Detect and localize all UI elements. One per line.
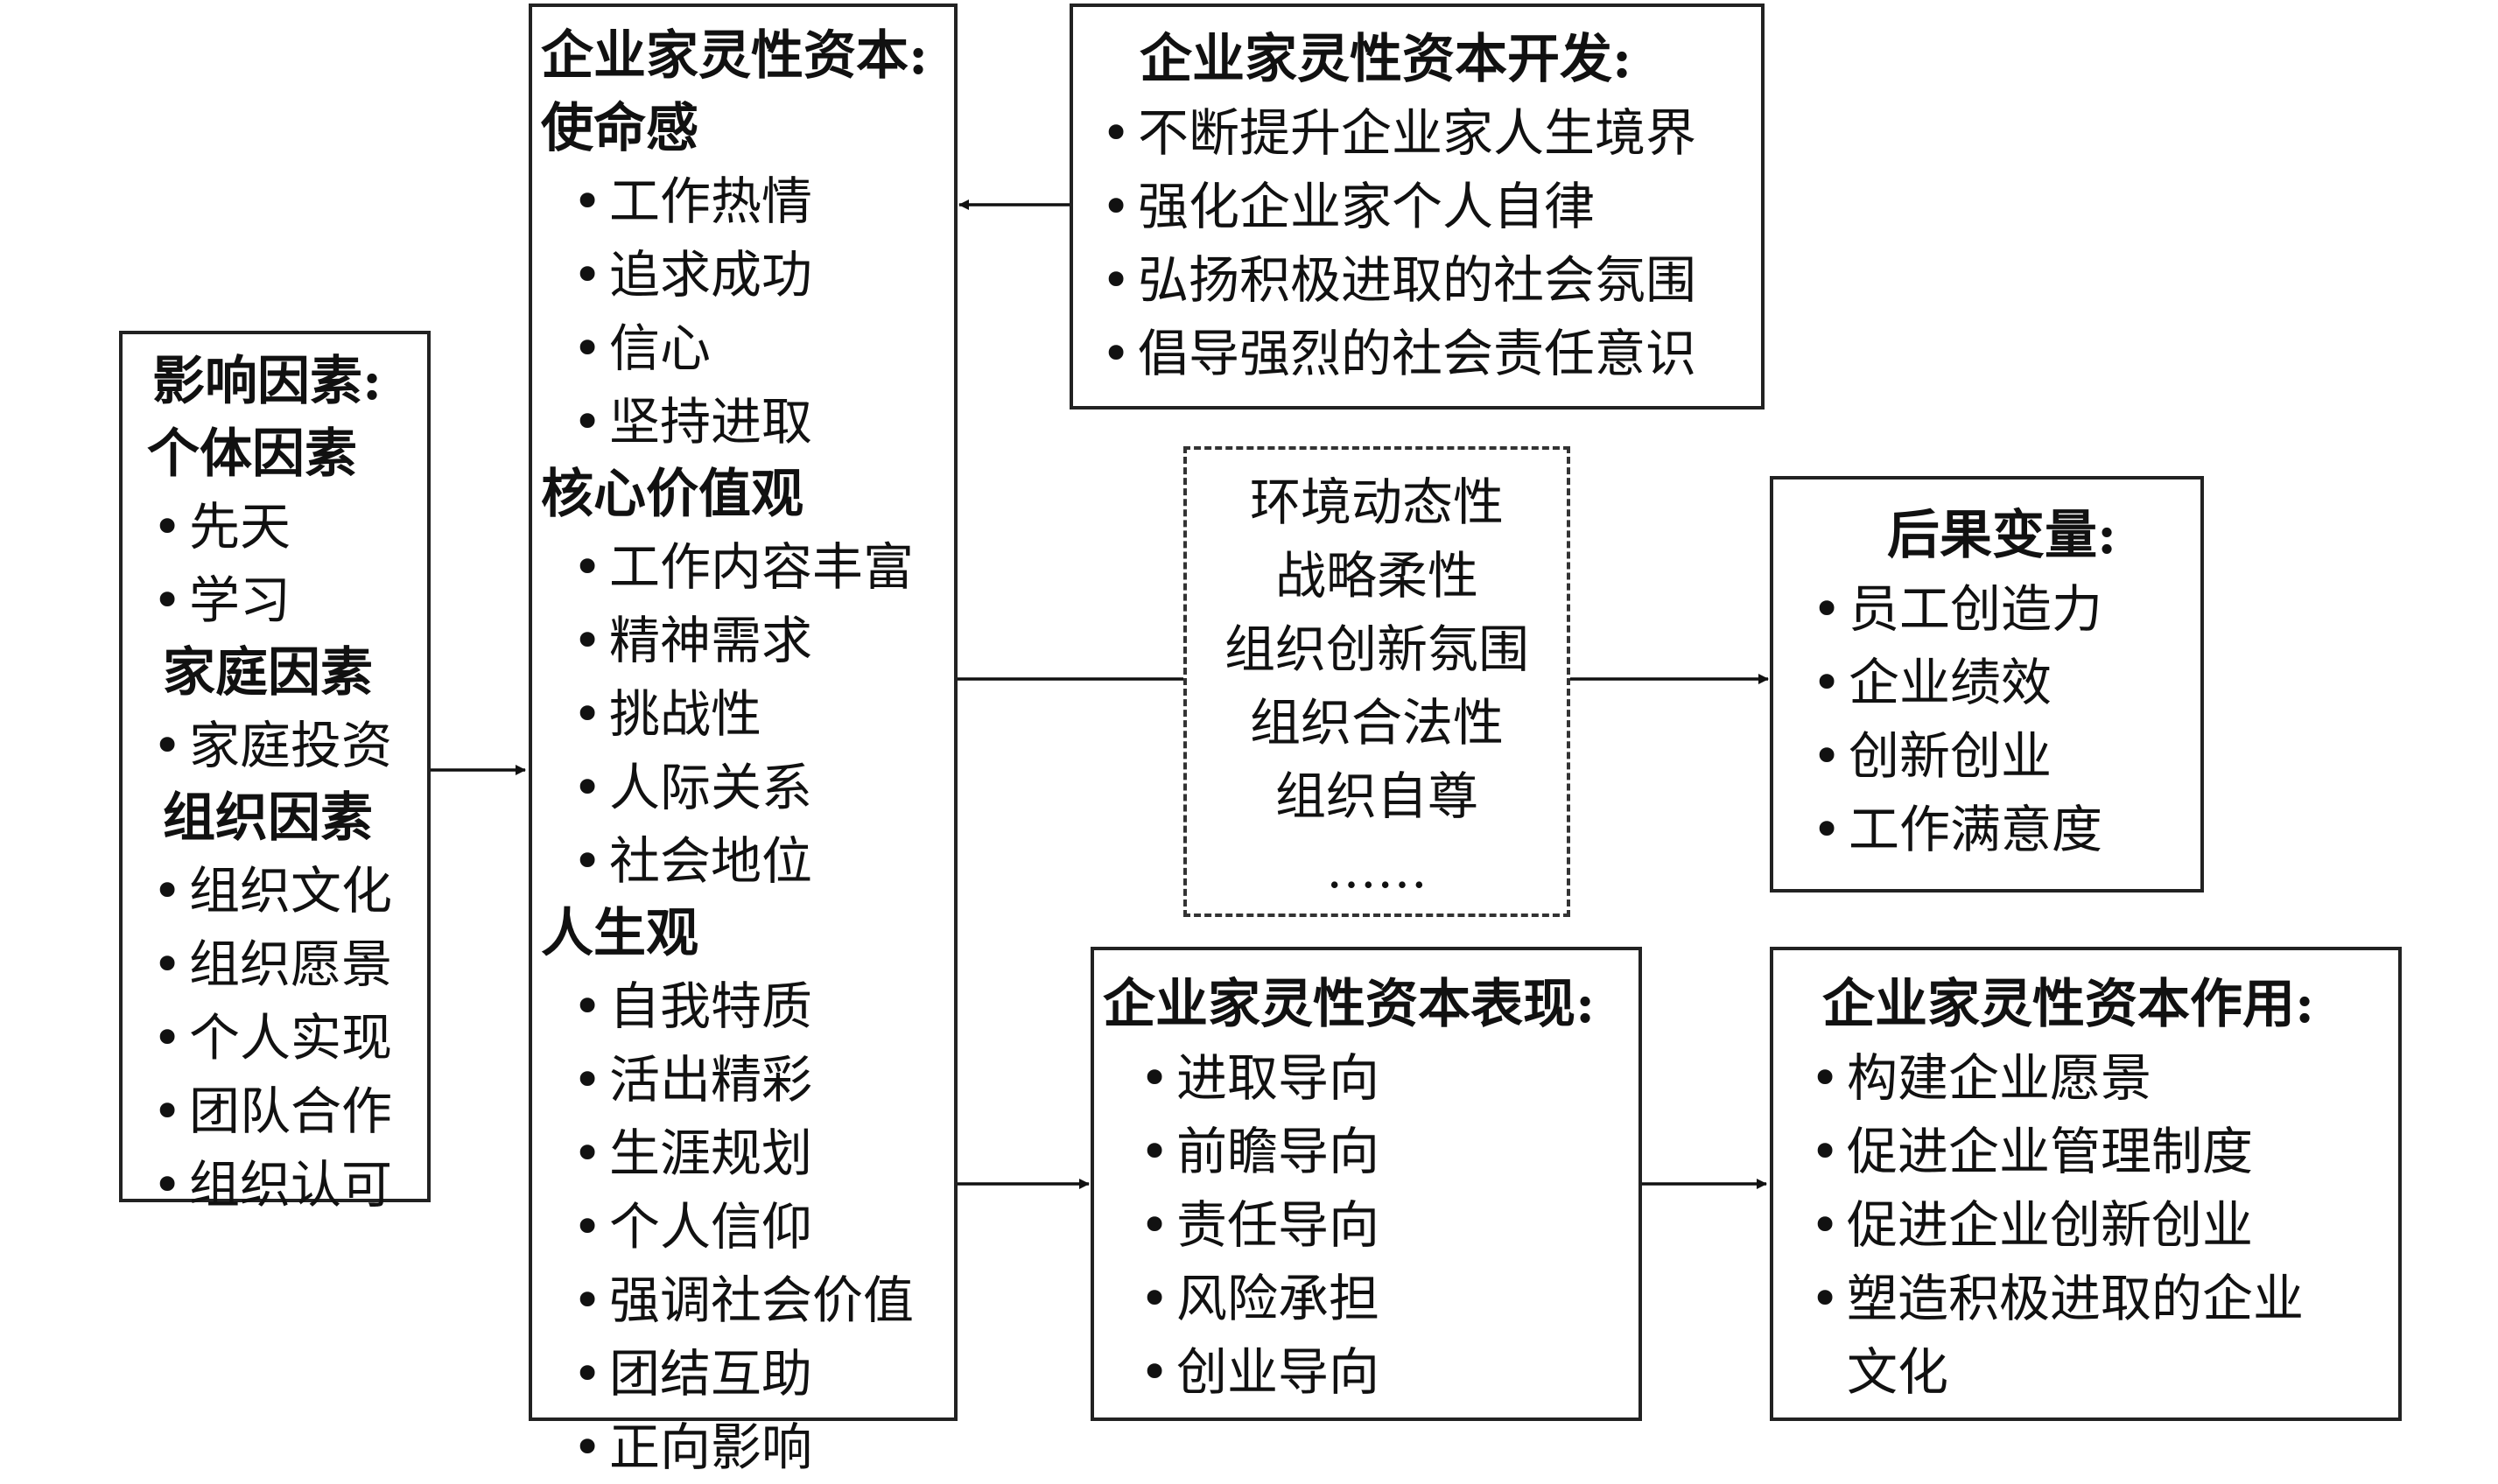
list-item: •塑造积极进取的企业 [1810, 1269, 2305, 1328]
capital-group-mission: 使命感 •工作热情 •追求成功 •信心 •坚持进取 [541, 93, 954, 458]
list-item: •不断提升企业家人生境界 [1101, 103, 1697, 163]
list-item: •社会地位 [572, 831, 813, 891]
list-item: •组织文化 [152, 861, 393, 920]
factors-group-label: 家庭因素 [163, 642, 373, 704]
list-item: •团队合作 [152, 1082, 393, 1141]
moderator-item: 战略柔性 [1274, 546, 1478, 606]
capital-group-label: 人生观 [541, 903, 698, 964]
list-item: •促进企业管理制度 [1810, 1122, 2254, 1181]
list-item: •员工创造力 [1812, 579, 2103, 639]
moderator-item: …… [1326, 840, 1428, 900]
list-item: •组织认可 [152, 1155, 393, 1214]
effects-box: 企业家灵性资本作用: •构建企业愿景 •促进企业管理制度 •促进企业创新创业 •… [1770, 947, 2402, 1421]
list-item: •活出精彩 [572, 1050, 813, 1110]
outcomes-title: 后果变量: [1887, 505, 2117, 566]
list-item: •弘扬积极进取的社会氛围 [1101, 250, 1697, 310]
list-item: •组织愿景 [152, 934, 393, 994]
development-title: 企业家灵性资本开发: [1140, 29, 1632, 90]
factors-group-label: 个体因素 [147, 424, 357, 485]
list-item: •团结互助 [572, 1344, 813, 1404]
list-item: •工作内容丰富 [572, 537, 915, 597]
list-item: •创新创业 [1812, 726, 2052, 786]
list-item: •正向影响 [572, 1418, 813, 1477]
list-item: •风险承担 [1140, 1269, 1380, 1328]
list-item: •责任导向 [1140, 1195, 1380, 1255]
list-item: •创业导向 [1140, 1342, 1380, 1402]
factors-group-family: 家庭因素 •家庭投资 [152, 637, 427, 782]
capital-group-outlook: 人生观 •自我特质 •活出精彩 •生涯规划 •个人信仰 •强调社会价值 •团结互… [541, 898, 954, 1484]
list-item: •强化企业家个人自律 [1101, 177, 1596, 236]
factors-box: 影响因素: 个体因素 •先天 •学习 家庭因素 •家庭投资 组织因素 •组织文化… [119, 331, 431, 1214]
capital-title: 企业家灵性资本: [541, 25, 929, 87]
list-item: •倡导强烈的社会责任意识 [1101, 324, 1697, 383]
list-item: •学习 [152, 570, 291, 630]
list-item: •进取导向 [1140, 1048, 1380, 1108]
list-item: •强调社会价值 [572, 1270, 915, 1330]
capital-group-label: 使命感 [541, 98, 698, 159]
capital-group-label: 核心价值观 [541, 464, 803, 525]
development-box: 企业家灵性资本开发: •不断提升企业家人生境界 •强化企业家个人自律 •弘扬积极… [1070, 4, 1765, 410]
capital-box: 企业家灵性资本: 使命感 •工作热情 •追求成功 •信心 •坚持进取 核心价值观… [529, 4, 958, 1477]
list-item: •追求成功 [572, 245, 813, 304]
list-item: •促进企业创新创业 [1810, 1195, 2254, 1255]
list-item: •坚持进取 [572, 392, 813, 452]
list-item: •企业绩效 [1812, 653, 2052, 712]
list-item: •构建企业愿景 [1810, 1048, 2152, 1108]
factors-group-label: 组织因素 [163, 788, 373, 849]
performance-title: 企业家灵性资本表现: [1103, 974, 1596, 1035]
outcomes-box: 后果变量: •员工创造力 •企业绩效 •创新创业 •工作满意度 [1770, 476, 2204, 892]
factors-title: 影响因素: [152, 351, 382, 412]
list-item: •先天 [152, 497, 291, 556]
factors-group-organization: 组织因素 •组织文化 •组织愿景 •个人实现 •团队合作 •组织认可 [152, 782, 427, 1222]
performance-box: 企业家灵性资本表现: •进取导向 •前瞻导向 •责任导向 •风险承担 •创业导向 [1091, 947, 1642, 1421]
list-item: •人际关系 [572, 758, 813, 817]
moderators-box: 环境动态性 战略柔性 组织创新氛围 组织合法性 组织自尊 …… [1183, 446, 1570, 917]
list-item: •个人实现 [152, 1008, 393, 1068]
moderator-item: 组织创新氛围 [1224, 620, 1529, 679]
list-item: •工作热情 [572, 172, 813, 231]
factors-group-individual: 个体因素 •先天 •学习 [147, 418, 427, 637]
capital-group-values: 核心价值观 •工作内容丰富 •精神需求 •挑战性 •人际关系 •社会地位 [541, 458, 954, 898]
list-item: •工作满意度 [1812, 800, 2103, 859]
list-item: •精神需求 [572, 611, 813, 670]
list-item: •前瞻导向 [1140, 1122, 1380, 1181]
moderator-item: 组织自尊 [1274, 766, 1478, 826]
effects-title: 企业家灵性资本作用: [1822, 974, 2315, 1035]
list-item: •家庭投资 [152, 716, 393, 775]
list-item-continuation: 文化 [1847, 1342, 1949, 1402]
list-item: •个人信仰 [572, 1197, 813, 1256]
list-item: •自我特质 [572, 976, 813, 1036]
list-item: •挑战性 [572, 684, 762, 744]
list-item: •信心 [572, 318, 712, 378]
moderator-item: 组织合法性 [1249, 693, 1504, 752]
list-item: •生涯规划 [572, 1124, 813, 1183]
moderator-item: 环境动态性 [1249, 472, 1504, 532]
